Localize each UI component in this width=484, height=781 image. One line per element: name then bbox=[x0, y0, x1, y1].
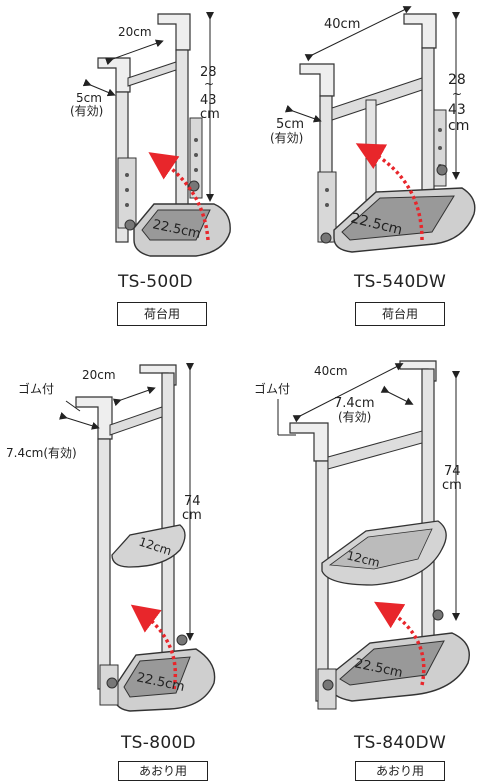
usage-badge: あおり用 bbox=[118, 761, 208, 781]
model-name: TS-500D bbox=[118, 272, 193, 292]
clamp-label: 7.4cm(有効) bbox=[6, 445, 77, 460]
height-value: 74 bbox=[184, 494, 201, 509]
height-min: 28 bbox=[200, 65, 217, 80]
usage-badge: あおり用 bbox=[355, 761, 445, 781]
model-name: TS-540DW bbox=[354, 272, 447, 292]
clamp-label: 5cm bbox=[76, 91, 102, 105]
clamp-note: (有効) bbox=[270, 130, 303, 145]
width-label: 40cm bbox=[314, 364, 348, 378]
rubber-label: ゴム付 bbox=[18, 381, 54, 396]
clamp-note: (有効) bbox=[70, 103, 103, 118]
height-unit: cm bbox=[182, 508, 202, 523]
height-max: 43 bbox=[448, 102, 466, 118]
product-panel-ts-800d: 20cm ゴム付 7.4cm(有効) 74 cm 12cm 22.5cm TS-… bbox=[0, 345, 242, 781]
ladder-illustration-ts-840dw: 40cm ゴム付 7.4cm (有効) 74 cm 12cm 22.5cm bbox=[254, 360, 470, 710]
width-label: 40cm bbox=[324, 17, 360, 32]
height-tilde: ~ bbox=[452, 87, 462, 101]
height-tilde: ~ bbox=[204, 77, 214, 91]
ladder-illustration-ts-500d: 20cm 5cm (有効) 28 ~ 43 cm 22.5cm bbox=[70, 12, 231, 257]
clamp-note: (有効) bbox=[338, 409, 371, 424]
product-panel-ts-840dw: 40cm ゴム付 7.4cm (有効) 74 cm 12cm 22.5cm TS… bbox=[242, 345, 484, 781]
height-unit: cm bbox=[442, 478, 462, 493]
ladder-illustration-ts-540dw: 40cm 5cm (有効) 28 ~ 43 cm 22.5cm bbox=[270, 6, 476, 253]
height-unit: cm bbox=[200, 107, 220, 122]
product-panel-ts-540dw: 40cm 5cm (有効) 28 ~ 43 cm 22.5cm TS-540DW… bbox=[242, 0, 484, 330]
ladder-illustration-ts-800d: 20cm ゴム付 7.4cm(有効) 74 cm 12cm 22.5cm bbox=[6, 363, 216, 712]
clamp-label: 5cm bbox=[276, 117, 304, 132]
clamp-label: 7.4cm bbox=[334, 396, 375, 411]
height-min: 28 bbox=[448, 72, 466, 88]
product-panel-ts-500d: 20cm 5cm (有効) 28 ~ 43 cm 22.5cm TS-500D … bbox=[0, 0, 242, 330]
width-label: 20cm bbox=[82, 368, 116, 382]
usage-badge: 荷台用 bbox=[355, 302, 445, 326]
height-max: 43 bbox=[200, 93, 217, 108]
rubber-label: ゴム付 bbox=[254, 381, 290, 396]
width-label: 20cm bbox=[118, 25, 152, 39]
model-name: TS-800D bbox=[121, 733, 196, 753]
height-unit: cm bbox=[448, 118, 469, 134]
model-name: TS-840DW bbox=[354, 733, 447, 753]
height-value: 74 bbox=[444, 464, 461, 479]
usage-badge: 荷台用 bbox=[117, 302, 207, 326]
